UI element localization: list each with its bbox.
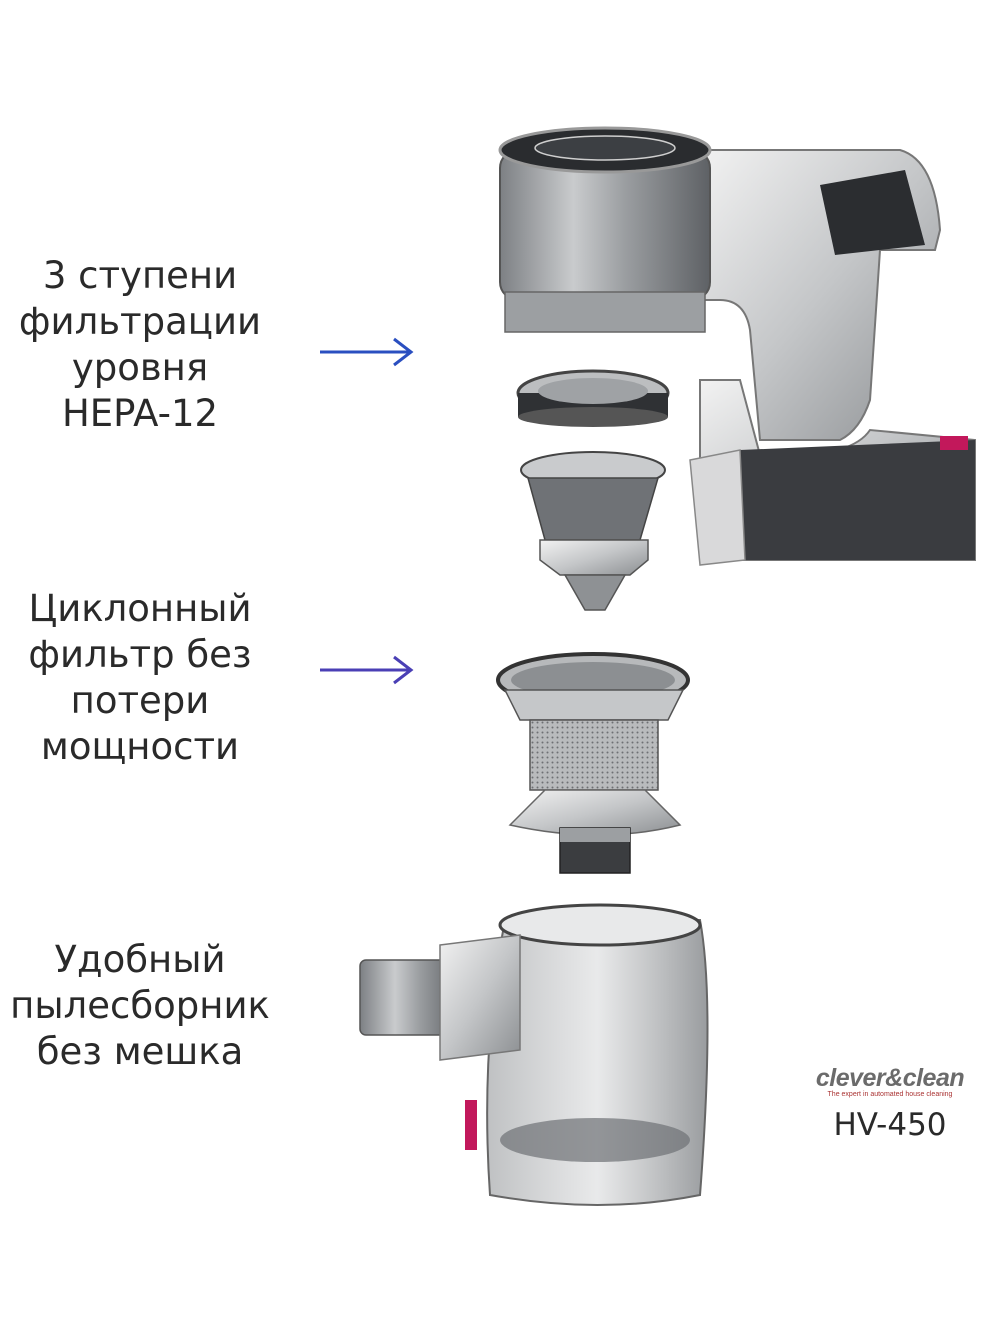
- feature-caption-dustbin: Удобный пылесборник без мешка: [0, 937, 280, 1075]
- arrow-right-icon: [320, 337, 414, 367]
- brand-logo-text: clever&clean: [815, 1064, 965, 1092]
- caption-line: потери: [70, 679, 210, 722]
- caption-line: фильтр без: [28, 633, 252, 676]
- caption-line: фильтрации: [18, 300, 262, 343]
- feature-caption-hepa: 3 ступени фильтрации уровня HEPA-12: [0, 253, 280, 437]
- brand-tagline: The expert in automated house cleaning: [827, 1091, 953, 1098]
- cyclone-cone: [520, 451, 666, 611]
- caption-line: без мешка: [36, 1030, 244, 1073]
- motor-handle-unit: [689, 149, 976, 566]
- model-number: HV-450: [833, 1107, 947, 1143]
- brand-logo: clever&clean The expert in automated hou…: [800, 1064, 980, 1098]
- caption-line: мощности: [40, 725, 240, 768]
- motor-cylinder: [498, 126, 712, 333]
- dust-bin: [359, 903, 709, 1206]
- feature-caption-cyclone: Циклонный фильтр без потери мощности: [0, 586, 280, 770]
- caption-line: HEPA-12: [61, 392, 219, 435]
- caption-line: Циклонный: [28, 587, 252, 630]
- cyclone-mesh-filter: [496, 652, 690, 874]
- caption-line: уровня: [71, 346, 209, 389]
- caption-line: 3 ступени: [42, 254, 238, 297]
- hepa-filter-ring: [516, 369, 670, 427]
- caption-line: Удобный: [54, 938, 226, 981]
- caption-line: пылесборник: [10, 984, 270, 1027]
- arrow-right-icon: [320, 655, 414, 685]
